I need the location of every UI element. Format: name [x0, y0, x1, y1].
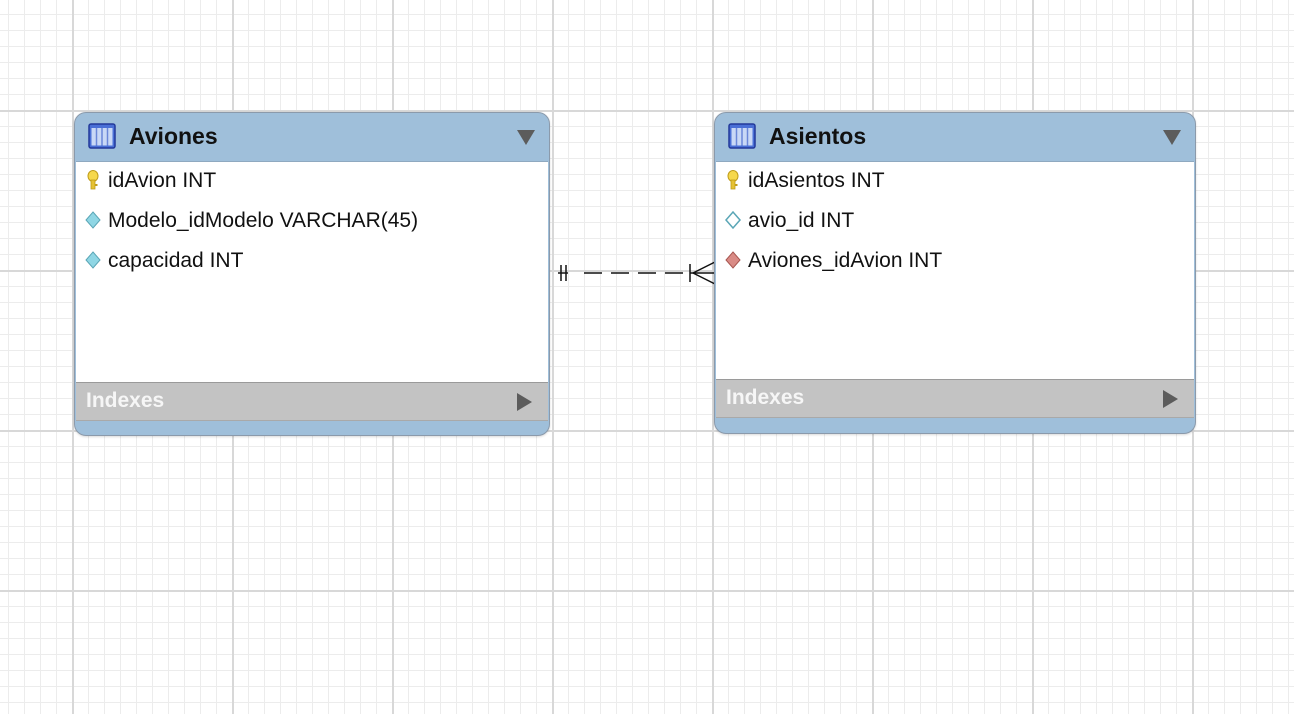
collapse-triangle-icon[interactable] [517, 130, 535, 145]
column-label: Modelo_idModelo VARCHAR(45) [108, 209, 419, 232]
column-row[interactable]: Aviones_idAvion INT [716, 242, 1194, 282]
table-asientos[interactable]: Asientos idAsientos INT [714, 112, 1196, 434]
table-aviones[interactable]: Aviones idAvion INT [74, 112, 550, 436]
crows-foot-lower [692, 272, 716, 285]
expand-triangle-icon[interactable] [517, 393, 532, 411]
table-title: Asientos [769, 123, 867, 149]
column-row[interactable]: capacidad INT [76, 242, 548, 282]
table-header[interactable]: Asientos [715, 113, 1195, 161]
column-diamond-icon [84, 250, 102, 270]
relationship-connector[interactable] [550, 255, 718, 291]
column-list: idAsientos INT avio_id INT Aviones_idAvi… [716, 161, 1194, 379]
expand-triangle-icon[interactable] [1163, 390, 1178, 408]
column-label: idAvion INT [108, 169, 217, 192]
primary-key-icon [724, 170, 742, 190]
column-row[interactable]: idAvion INT [76, 162, 548, 202]
column-row[interactable]: avio_id INT [716, 202, 1194, 242]
column-label: capacidad INT [108, 249, 244, 272]
column-list: idAvion INT Modelo_idModelo VARCHAR(45) … [76, 161, 548, 382]
primary-key-icon [84, 170, 102, 190]
column-diamond-icon [84, 210, 102, 230]
crows-foot-upper [692, 261, 716, 274]
indexes-section[interactable]: Indexes [76, 382, 548, 421]
column-row[interactable]: idAsientos INT [716, 162, 1194, 202]
indexes-label: Indexes [86, 389, 165, 412]
table-icon [88, 123, 116, 149]
indexes-label: Indexes [726, 386, 805, 409]
column-row[interactable]: Modelo_idModelo VARCHAR(45) [76, 202, 548, 242]
collapse-triangle-icon[interactable] [1163, 130, 1181, 145]
foreign-key-diamond-icon [724, 250, 742, 270]
table-title: Aviones [129, 123, 218, 149]
table-header[interactable]: Aviones [75, 113, 549, 161]
column-label: idAsientos INT [748, 169, 885, 192]
column-hollow-diamond-icon [724, 210, 742, 230]
indexes-section[interactable]: Indexes [716, 379, 1194, 418]
column-label: Aviones_idAvion INT [748, 249, 943, 272]
table-icon [728, 123, 756, 149]
column-label: avio_id INT [748, 209, 855, 232]
